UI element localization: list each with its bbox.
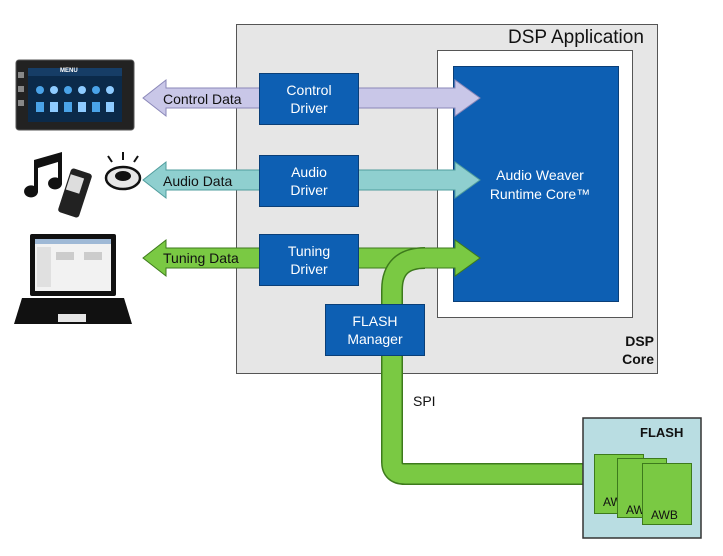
control-driver-line1: Control (286, 82, 332, 98)
mobile-phone-icon (58, 168, 92, 218)
runtime-core-line2: Runtime Core™ (489, 186, 591, 202)
audio-data-label: Audio Data (163, 173, 233, 189)
audio-driver-line1: Audio (291, 164, 327, 180)
flash-chip-title: FLASH (640, 425, 684, 440)
dsp-core-label-line1: DSP (625, 333, 654, 349)
car-stereo-icon (15, 59, 135, 131)
awb-file-3-label: AWB (651, 508, 678, 522)
flash-manager-box: FLASH Manager (325, 304, 425, 356)
dsp-application-title: DSP Application (508, 27, 644, 48)
runtime-core-box (453, 66, 619, 302)
control-driver-line2: Driver (290, 100, 328, 116)
spi-label: SPI (413, 393, 436, 409)
tuning-driver-line2: Driver (290, 261, 328, 277)
audio-driver-line2: Driver (290, 182, 328, 198)
audio-driver-box: Audio Driver (259, 155, 359, 207)
dsp-core-label-line2: Core (622, 351, 654, 367)
awb-file-3: AWB (642, 463, 692, 525)
tuning-data-label: Tuning Data (163, 250, 239, 266)
runtime-core-label: Audio Weaver Runtime Core™ (470, 166, 610, 204)
spi-bus-pipe (381, 247, 590, 485)
runtime-core-line1: Audio Weaver (496, 167, 584, 183)
music-notes-icon (24, 152, 62, 198)
flash-manager-line2: Manager (347, 331, 403, 347)
speaker-icon (104, 152, 142, 191)
tuning-driver-box: Tuning Driver (259, 234, 359, 286)
flash-manager-line1: FLASH (352, 313, 398, 329)
tuning-driver-line1: Tuning (287, 243, 331, 259)
control-data-label: Control Data (163, 91, 242, 107)
control-driver-box: Control Driver (259, 73, 359, 125)
dsp-core-label: DSP Core (600, 332, 654, 368)
head-unit-menu-label: MENU (60, 68, 78, 74)
laptop-icon (14, 234, 132, 324)
